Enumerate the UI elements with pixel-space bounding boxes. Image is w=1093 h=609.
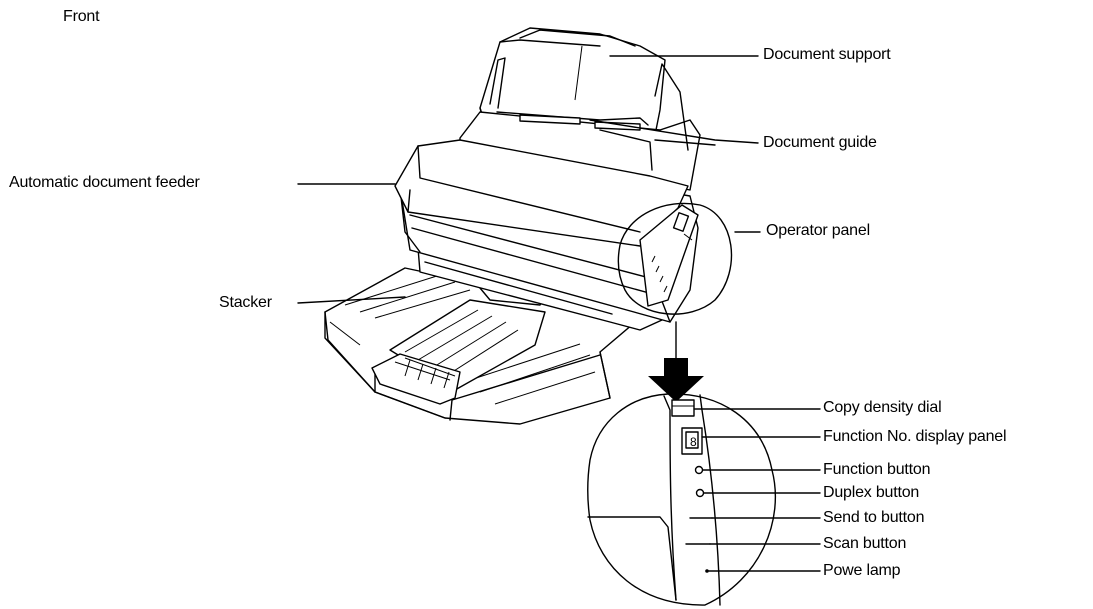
copy-density-dial-shape	[671, 399, 695, 417]
leader-document-guide-1	[589, 119, 759, 144]
adf-cover	[394, 139, 689, 247]
scan-button-label: Scan button	[823, 535, 907, 552]
zoom-arrow	[648, 358, 704, 402]
power-lamp-shape	[705, 569, 709, 573]
document-support-label: Document support	[763, 46, 891, 63]
operator-panel-callout-circle	[617, 202, 733, 315]
duplex-button-label: Duplex button	[823, 484, 920, 501]
power-lamp-label: Powe lamp	[823, 562, 901, 579]
send-to-button-label: Send to button	[823, 509, 925, 526]
function-no-display-panel-label: Function No. display panel	[823, 428, 1007, 445]
leader-document-guide-2	[654, 139, 716, 146]
function-button-shape	[694, 465, 704, 475]
operator-panel-small	[639, 204, 699, 307]
function-button-label: Function button	[823, 461, 931, 478]
automatic-document-feeder-label: Automatic document feeder	[9, 174, 200, 191]
leader-lines	[297, 55, 821, 572]
operator-panel-label: Operator panel	[766, 222, 870, 239]
front-view-label: Front	[63, 8, 100, 25]
duplex-button-shape	[695, 488, 705, 498]
document-guide-label: Document guide	[763, 134, 877, 151]
svg-text:8: 8	[690, 435, 697, 449]
stacker-label: Stacker	[219, 294, 272, 311]
magnified-panel-circle: 8	[587, 393, 776, 606]
copy-density-dial-label: Copy density dial	[823, 399, 942, 416]
document-guide	[459, 57, 701, 191]
leader-stacker	[297, 296, 406, 304]
